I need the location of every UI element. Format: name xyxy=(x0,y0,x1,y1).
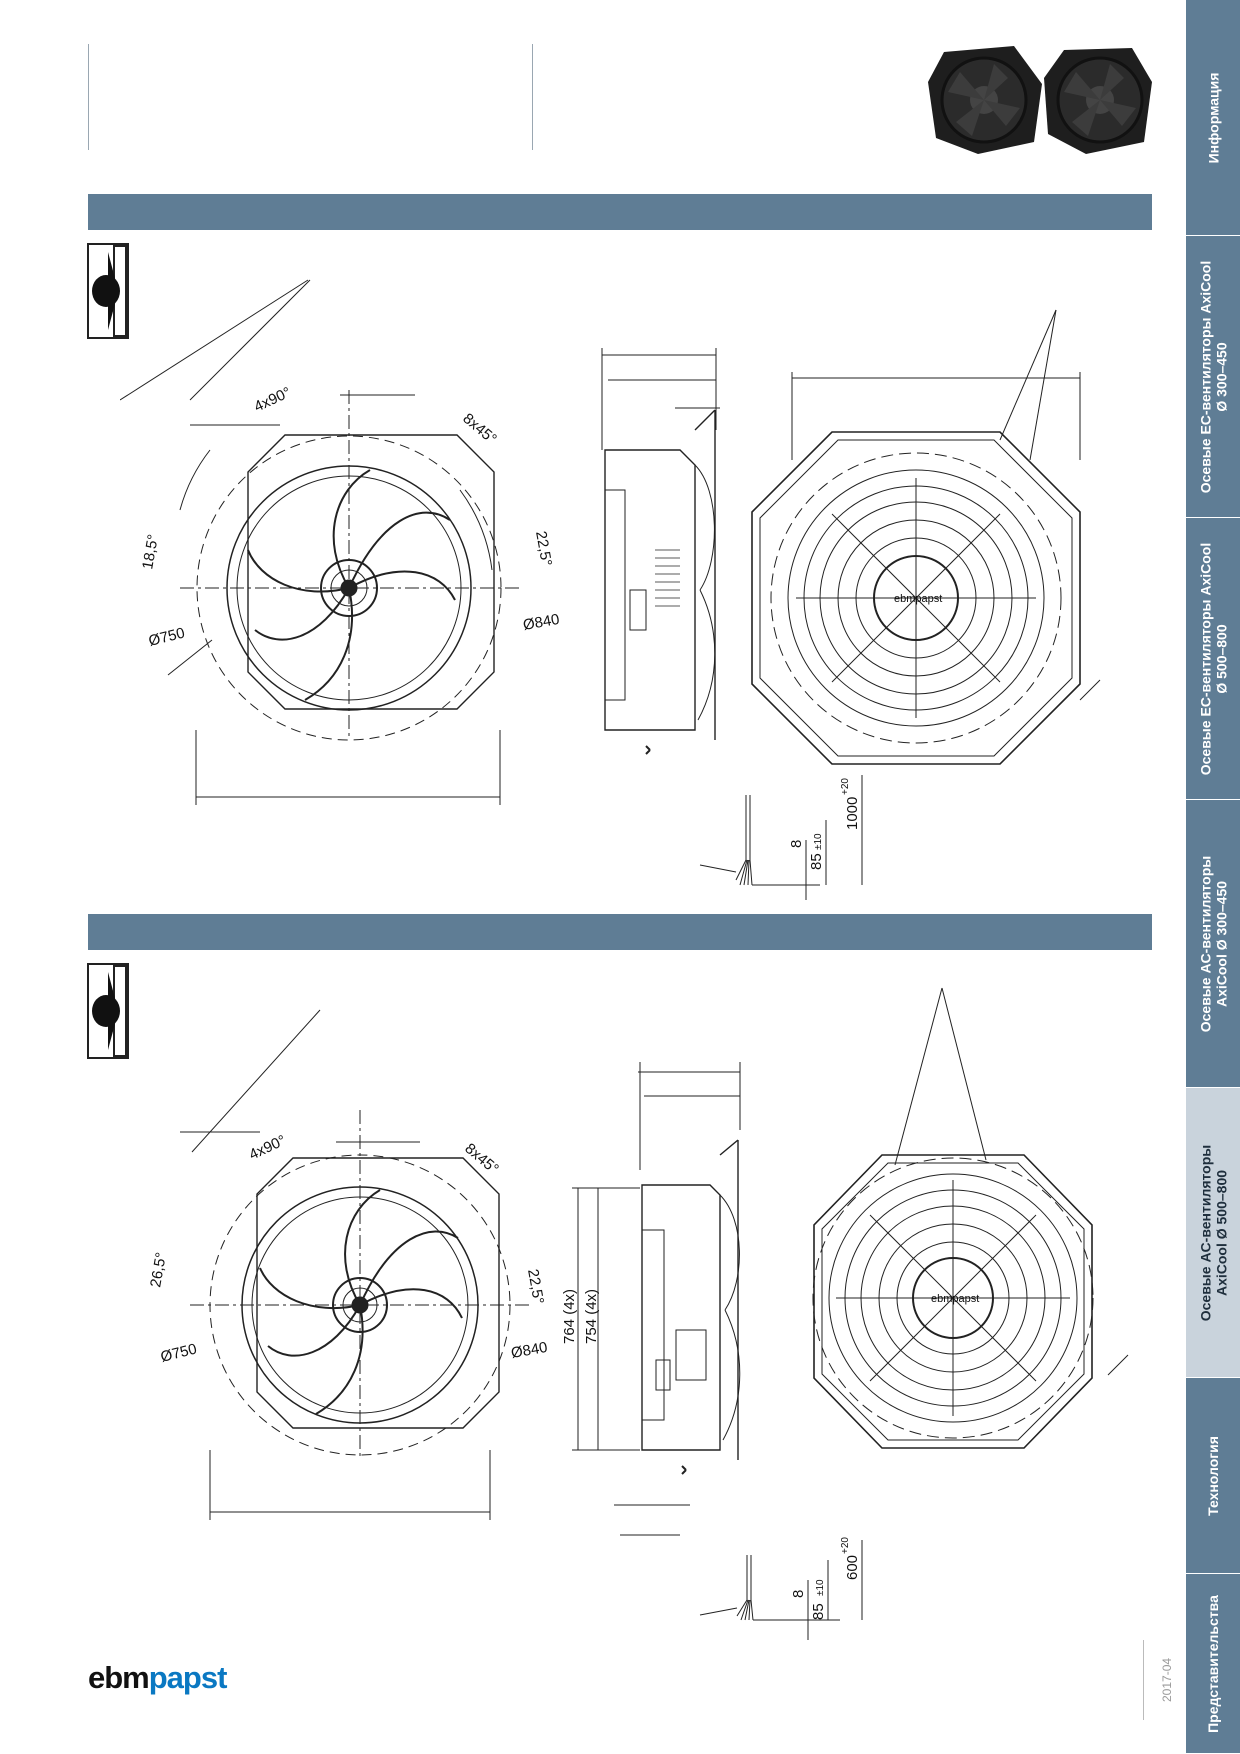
fan-photo-1 xyxy=(928,46,1042,154)
fan-photo-2 xyxy=(1044,48,1152,154)
front-view xyxy=(120,279,520,805)
diameter-840-label: Ø840 xyxy=(522,611,561,634)
front-view xyxy=(180,1009,530,1520)
technical-drawing-1: 4x90° 8x45° 18,5° 22,5° Ø750 Ø840 ebmpap… xyxy=(120,279,1101,900)
section-bar-1 xyxy=(88,194,1152,230)
angle-4x90-label: 4x90° xyxy=(252,384,294,416)
tab-label: Представительства xyxy=(1205,1594,1221,1733)
header-divider-left xyxy=(88,44,89,150)
mounting-type-icon xyxy=(87,243,129,339)
diameter-840-label: Ø840 xyxy=(510,1339,549,1362)
cable-8-label: 8 xyxy=(790,1590,807,1598)
angle-right-label: 22,5° xyxy=(524,1268,547,1306)
diameter-750-label: Ø750 xyxy=(159,1341,199,1366)
section-nav-sidebar: Информация Осевые EC-вентиляторы AxiCool… xyxy=(1186,0,1240,1754)
tab-label: Информация xyxy=(1205,72,1221,163)
brand-label: ebmpapst xyxy=(931,1293,979,1305)
tab-label: Технология xyxy=(1205,1435,1221,1516)
cable-85-tolerance: ±10 xyxy=(815,1579,826,1596)
angle-8x45-label: 8x45° xyxy=(459,410,499,448)
brand-label: ebmpapst xyxy=(894,593,942,605)
cable-length-label: 1000 xyxy=(844,797,861,830)
cable-85-label: 85 xyxy=(810,1603,827,1620)
cable-detail xyxy=(699,775,863,900)
cable-detail xyxy=(699,1540,863,1640)
back-view xyxy=(812,987,1129,1449)
mounting-type-icon xyxy=(87,963,129,1059)
cable-length-tolerance: +20 xyxy=(840,778,851,795)
cable-8-label: 8 xyxy=(788,840,805,848)
logo-part-ebm: ebm xyxy=(88,1660,150,1695)
cable-length-tolerance: +20 xyxy=(840,1537,851,1554)
product-photo xyxy=(928,46,1152,154)
side-dimension-764: 764 (4x) xyxy=(561,1289,578,1344)
section-bar-2 xyxy=(88,914,1152,950)
side-view xyxy=(572,1062,741,1536)
side-view xyxy=(601,348,720,755)
header-divider-middle xyxy=(532,44,533,150)
logo-part-papst: papst xyxy=(148,1660,228,1695)
footer-divider xyxy=(1143,1640,1144,1720)
tab-representatives[interactable]: Представительства xyxy=(1186,1574,1240,1754)
technical-drawing-2: 4x90° 8x45° 26,5° 22,5° Ø750 Ø840 764 (4… xyxy=(147,987,1129,1640)
angle-8x45-label: 8x45° xyxy=(461,1140,501,1178)
back-view xyxy=(751,309,1101,765)
diameter-750-label: Ø750 xyxy=(147,625,187,650)
cable-length-label: 600 xyxy=(844,1555,861,1580)
angle-left-label: 18,5° xyxy=(139,533,162,571)
tab-information[interactable]: Информация xyxy=(1186,0,1240,236)
cable-85-label: 85 xyxy=(808,853,825,870)
publication-date: 2017-04 xyxy=(1160,1657,1174,1702)
angle-left-label: 26,5° xyxy=(147,1251,170,1289)
cable-85-tolerance: ±10 xyxy=(813,833,824,850)
tab-technology[interactable]: Технология xyxy=(1186,1378,1240,1574)
angle-right-label: 22,5° xyxy=(532,530,555,568)
side-dimension-754: 754 (4x) xyxy=(583,1289,600,1344)
angle-4x90-label: 4x90° xyxy=(247,1132,289,1164)
ebmpapst-logo: ebmpapst xyxy=(88,1660,228,1696)
